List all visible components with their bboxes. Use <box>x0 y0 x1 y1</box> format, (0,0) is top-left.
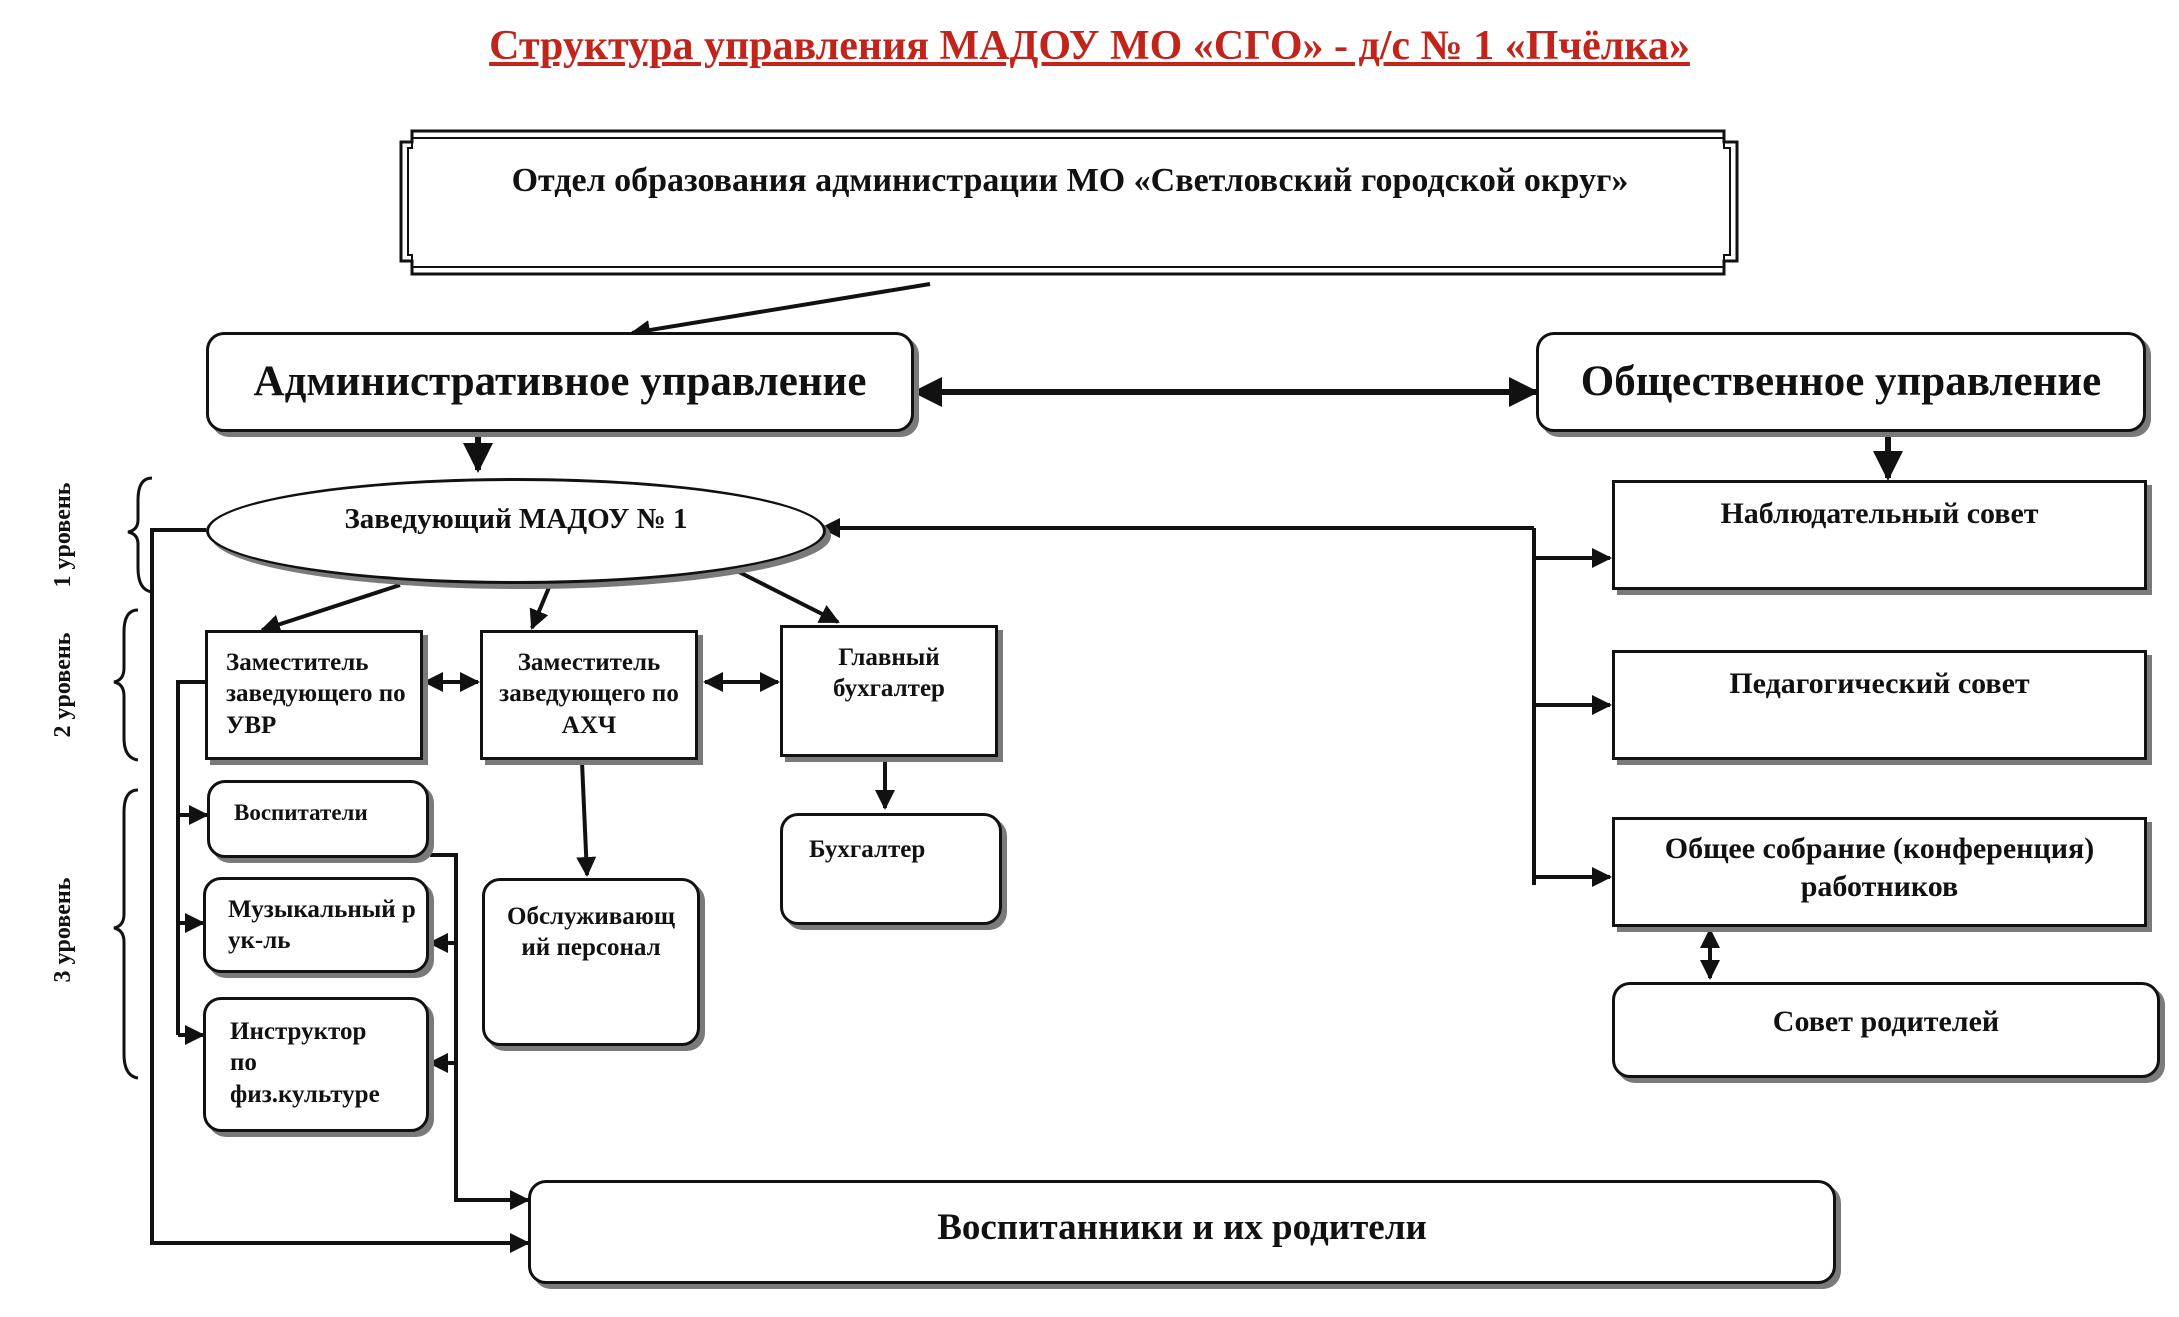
music-label: Музыкальный рук-ль <box>228 896 416 955</box>
general-meeting-label: Общее собрание (конференция) работников <box>1664 832 2095 903</box>
pe-box: Инструктор по физ.культуре <box>203 997 429 1132</box>
link-ahch-service <box>576 761 597 877</box>
service-label: Обслуживающий персонал <box>507 903 675 962</box>
pedagogical-council-box: Педагогический совет <box>1612 650 2147 760</box>
public-label: Общественное управление <box>1580 358 2102 405</box>
supervisory-council-box: Наблюдательный совет <box>1612 480 2147 590</box>
admin-label: Административное управление <box>253 358 867 405</box>
link-head-chief <box>734 568 840 624</box>
pedagogical-council-label: Педагогический совет <box>1729 667 2030 700</box>
link-head-ahch <box>529 584 552 630</box>
pupils-label: Воспитанники и их родители <box>937 1207 1427 1248</box>
link-uvr-staff <box>176 680 205 1035</box>
pe-label: Инструктор по физ.культуре <box>230 1018 380 1108</box>
head-label: Заведующий МАДОУ № 1 <box>344 503 688 535</box>
supervisory-council-label: Наблюдательный совет <box>1720 497 2039 530</box>
head-ellipse: Заведующий МАДОУ № 1 <box>206 478 826 584</box>
deputy-ahch-label: Заместитель заведующего по АХЧ <box>499 649 679 739</box>
chief-accountant-box: Главный бухгалтер <box>780 625 998 757</box>
level-2-label: 2 уровень <box>50 632 76 738</box>
parents-council-box: Совет родителей <box>1612 982 2160 1078</box>
deputy-uvr-label: Заместитель заведующего по УВР <box>226 649 406 739</box>
educators-label: Воспитатели <box>234 800 368 825</box>
deputy-ahch-box: Заместитель заведующего по АХЧ <box>480 630 698 760</box>
level-1-label: 1 уровень <box>50 482 76 588</box>
admin-box: Административное управление <box>206 332 914 432</box>
level-3-label: 3 уровень <box>50 877 76 983</box>
service-box: Обслуживающий персонал <box>482 878 700 1046</box>
general-meeting-box: Общее собрание (конференция) работников <box>1612 817 2147 927</box>
music-box: Музыкальный рук-ль <box>203 877 429 973</box>
dept-box: Отдел образования администрации МО «Свет… <box>511 162 1629 199</box>
accountant-box: Бухгалтер <box>780 813 1002 925</box>
link-head-pupils <box>150 528 530 1253</box>
brace-level-2 <box>113 608 139 762</box>
pupils-box: Воспитанники и их родители <box>528 1180 1836 1284</box>
accountant-label: Бухгалтер <box>809 836 926 863</box>
brace-level-3 <box>113 788 139 1080</box>
diagram-title: Структура управления МАДОУ МО «СГО» - д/… <box>489 23 1690 69</box>
link-head-uvr <box>260 583 401 634</box>
deputy-uvr-box: Заместитель заведующего по УВР <box>205 630 423 760</box>
chief-accountant-label: Главный бухгалтер <box>833 644 945 703</box>
brace-level-1 <box>127 476 153 594</box>
public-box: Общественное управление <box>1536 332 2146 432</box>
parents-council-label: Совет родителей <box>1772 1005 2000 1038</box>
dept-box-frame <box>399 129 1739 276</box>
link-dept-admin <box>630 282 931 340</box>
educators-box: Воспитатели <box>207 780 429 858</box>
